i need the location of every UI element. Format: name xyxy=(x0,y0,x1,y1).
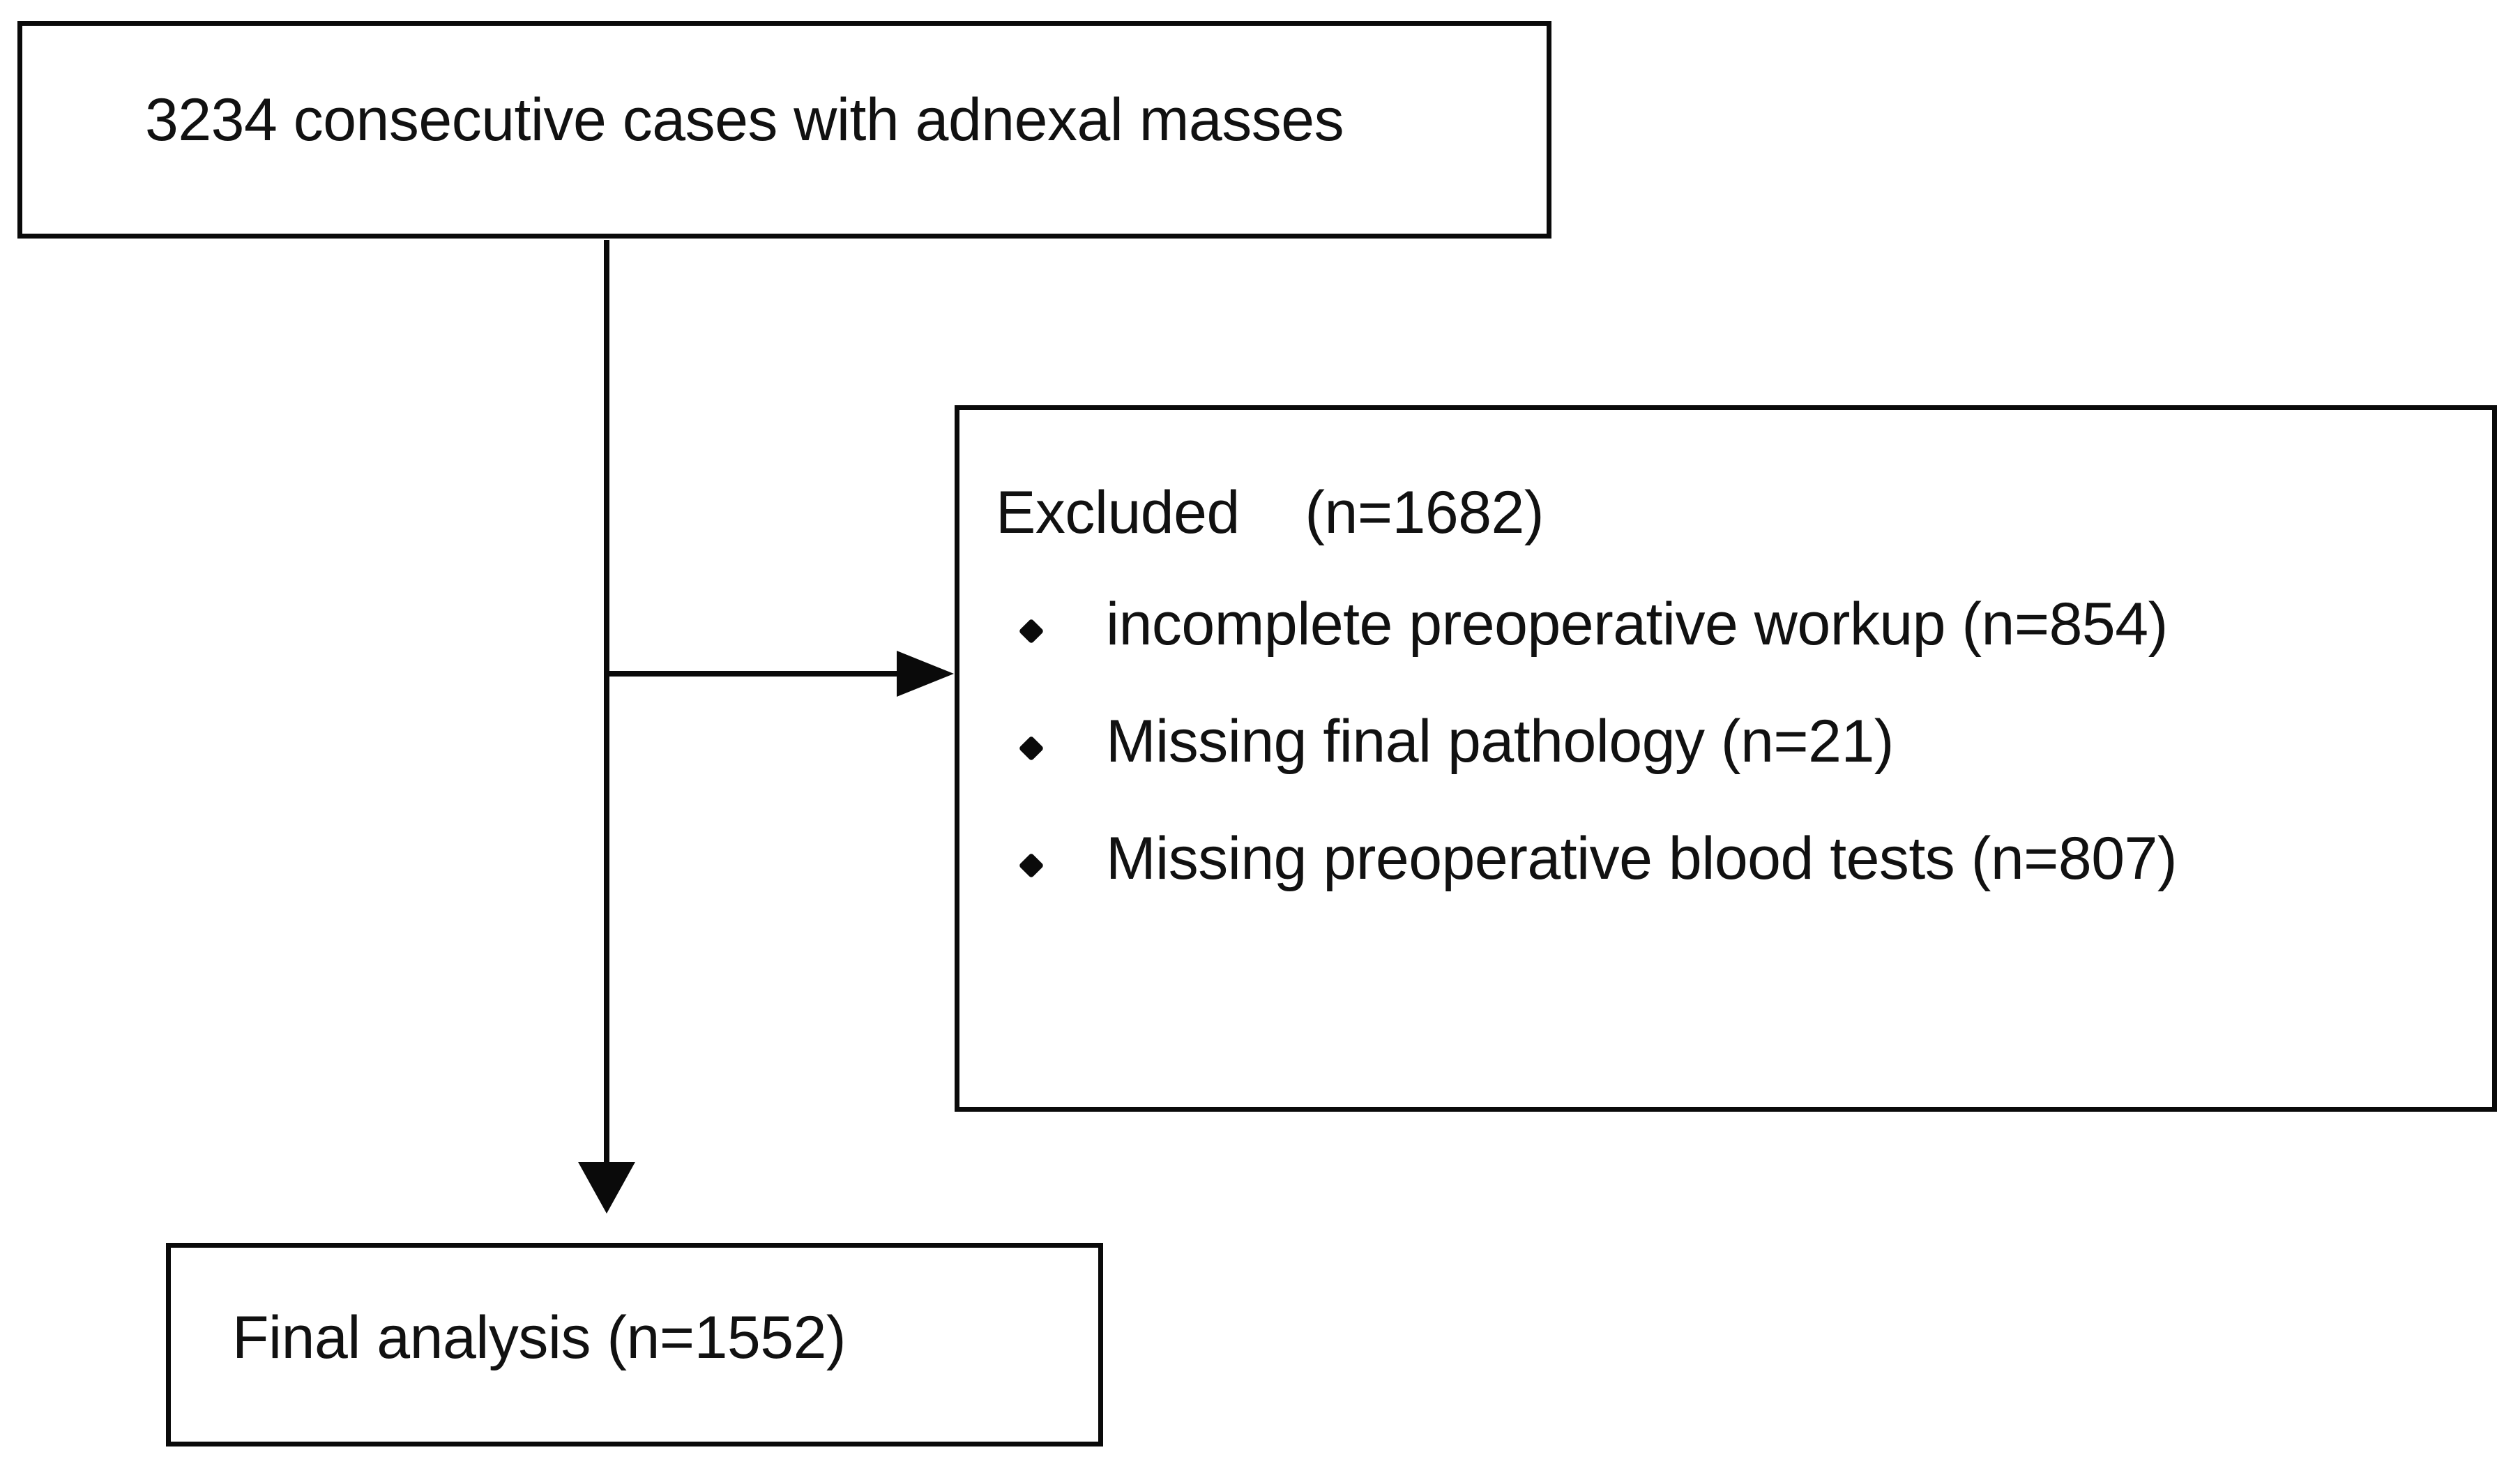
cohort-box: 3234 consecutive cases with adnexal mass… xyxy=(17,21,1551,239)
excluded-reason-list: incomplete preoperative workup (n=854) M… xyxy=(996,591,2460,949)
diamond-bullet-icon xyxy=(1018,735,1045,762)
excluded-reason-label: Missing final pathology (n=21) xyxy=(1106,708,1894,775)
final-analysis-label: Final analysis (n=1552) xyxy=(232,1304,847,1371)
final-analysis-box: Final analysis (n=1552) xyxy=(166,1243,1103,1446)
excluded-box: Excluded (n=1682) incomplete preoperativ… xyxy=(955,405,2497,1112)
diamond-bullet-icon xyxy=(1018,618,1045,644)
cohort-box-label: 3234 consecutive cases with adnexal mass… xyxy=(145,86,1344,153)
arrowhead-right-icon xyxy=(897,651,954,697)
list-item: Missing final pathology (n=21) xyxy=(996,708,2460,831)
diamond-bullet-icon xyxy=(1018,852,1045,879)
list-item: Missing preoperative blood tests (n=807) xyxy=(996,825,2460,949)
excluded-reason-label: Missing preoperative blood tests (n=807) xyxy=(1106,825,2178,892)
connector-horizontal-branch xyxy=(604,671,897,677)
arrowhead-down-icon xyxy=(578,1162,635,1214)
list-item: incomplete preoperative workup (n=854) xyxy=(996,591,2460,714)
excluded-reason-label: incomplete preoperative workup (n=854) xyxy=(1106,591,2168,658)
connector-vertical-stem xyxy=(604,240,609,1168)
excluded-box-title: Excluded (n=1682) xyxy=(996,479,1544,546)
